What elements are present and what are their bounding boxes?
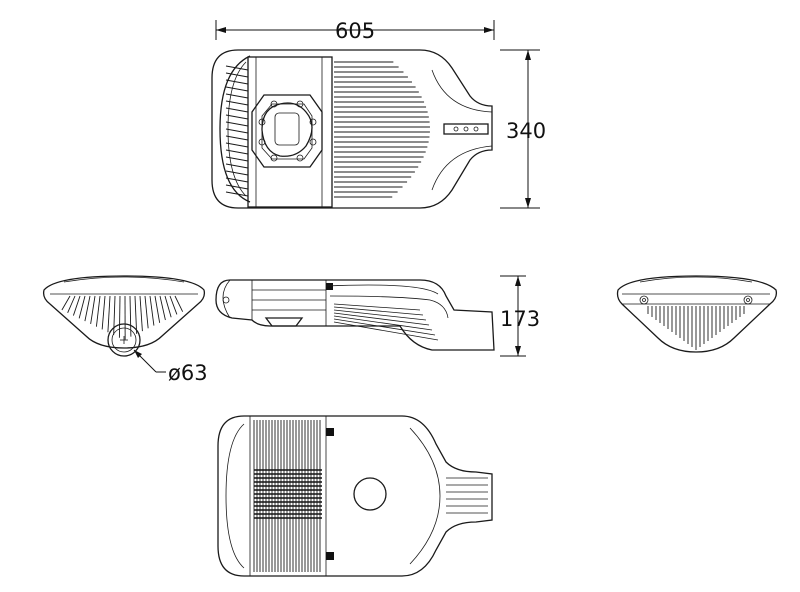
bottom-fins (253, 420, 322, 572)
width-label: 340 (506, 119, 546, 143)
bolt-heads (258, 100, 317, 162)
neck-fins (446, 477, 488, 514)
front-fins (61, 295, 184, 340)
height-dimension: 173 (500, 275, 540, 357)
side-view (215, 279, 495, 351)
width-dimension: 340 (500, 49, 546, 209)
rear-fins (225, 65, 249, 197)
length-label: 605 (335, 19, 375, 43)
rear-view (616, 275, 778, 353)
length-dimension: 605 (215, 19, 495, 43)
rear-fins (647, 306, 745, 350)
side-fins (333, 303, 439, 341)
heat-sink-fins (334, 61, 430, 198)
top-view (211, 49, 493, 209)
height-label: 173 (500, 307, 540, 331)
diameter-label: ø63 (168, 361, 208, 385)
front-view: ø63 (42, 275, 208, 385)
bottom-view (217, 415, 493, 577)
